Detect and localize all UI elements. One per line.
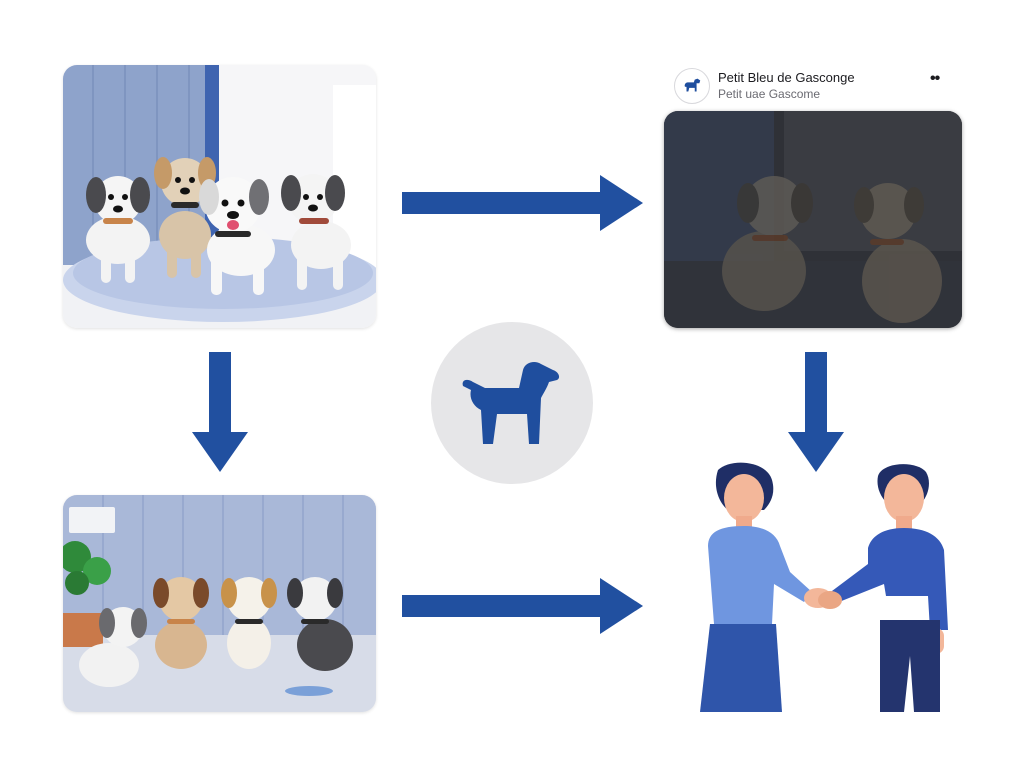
arrow-down-left (192, 352, 248, 472)
dimmed-post-photo (664, 111, 962, 328)
dog-icon (684, 78, 701, 92)
post-avatar[interactable] (674, 68, 710, 104)
dog-silhouette-icon (462, 362, 560, 444)
puppies-platform-image (63, 65, 376, 328)
post-header: Petit Bleu de Gasconge Petit uae Gascome… (674, 66, 964, 106)
handshake-illustration (700, 462, 948, 712)
arrow-down-right (788, 352, 844, 472)
post-subtitle: Petit uae Gascome (718, 87, 821, 101)
center-dog-badge (431, 322, 593, 484)
arrow-right-top (402, 175, 643, 231)
post-title: Petit Bleu de Gasconge (718, 70, 855, 85)
more-dots-icon[interactable]: •• (930, 70, 940, 87)
arrow-right-bottom (402, 578, 643, 634)
puppies-room-image (63, 495, 376, 712)
